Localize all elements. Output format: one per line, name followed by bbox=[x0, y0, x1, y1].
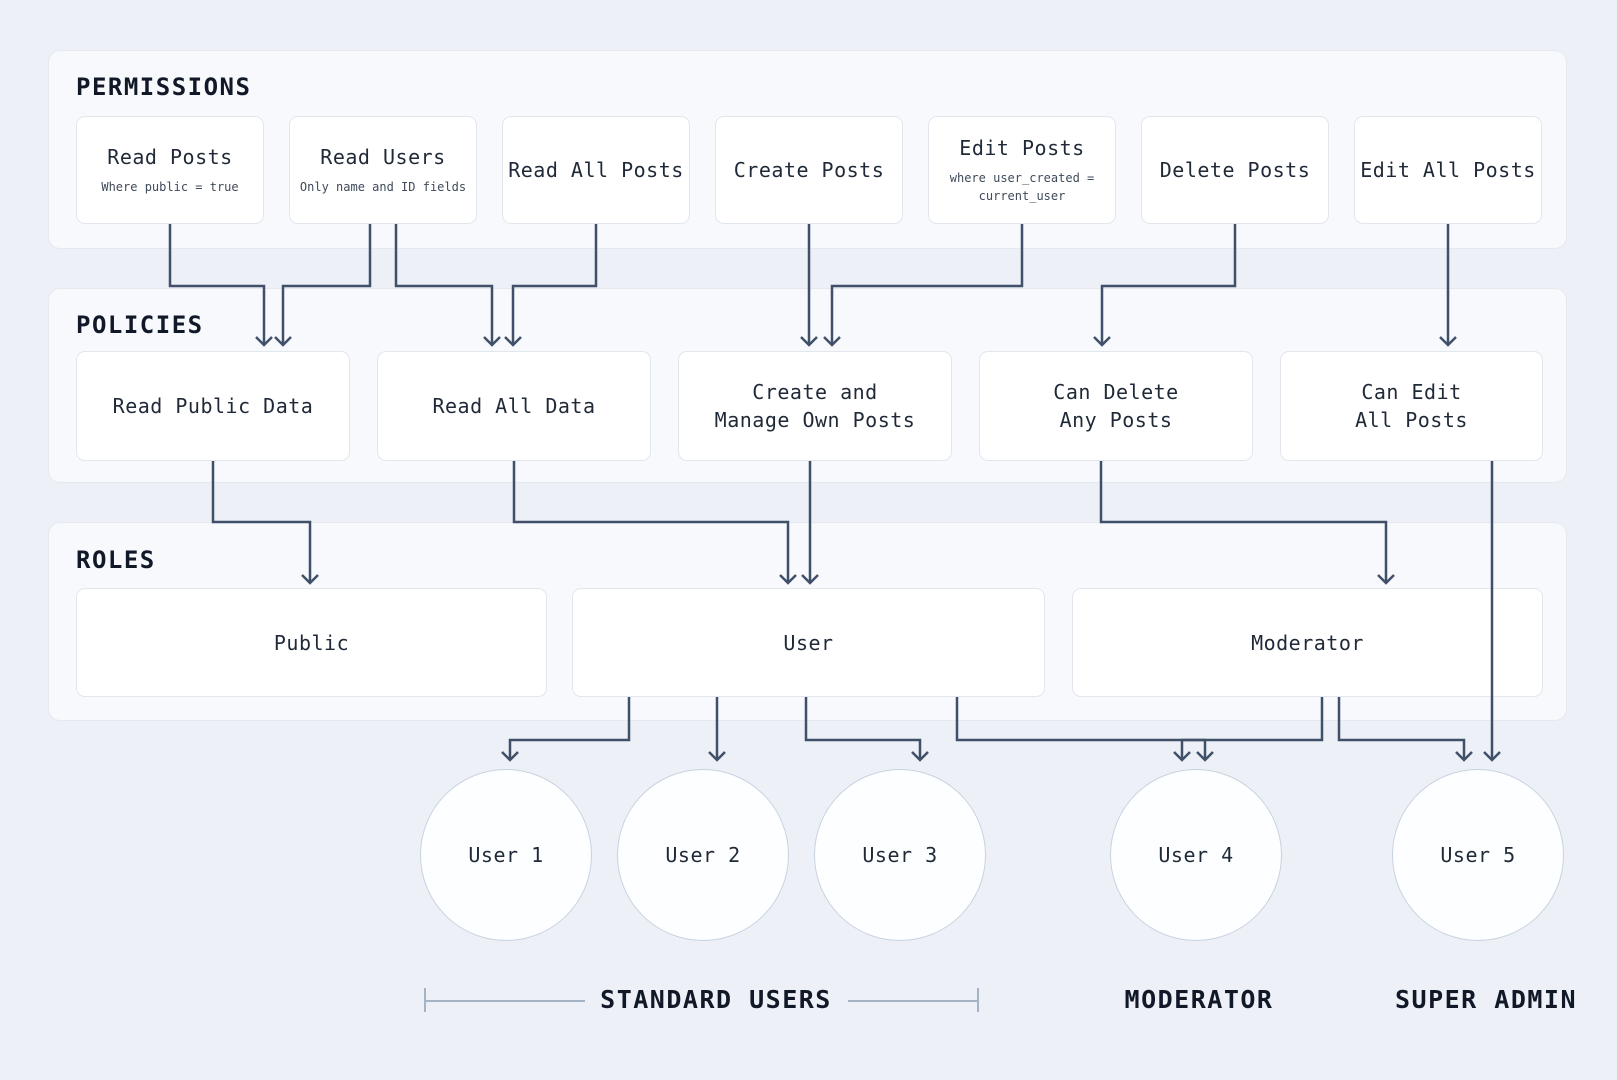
permission-title: Read Posts bbox=[107, 144, 233, 169]
user-circle-4: User 4 bbox=[1110, 769, 1282, 941]
policy-card-read-all-data: Read All Data bbox=[377, 351, 651, 461]
permission-card-read-all-posts: Read All Posts bbox=[502, 116, 690, 224]
user-circle-1: User 1 bbox=[420, 769, 592, 941]
permissions-section-title: PERMISSIONS bbox=[76, 73, 252, 101]
permission-card-read-users: Read Users Only name and ID fields bbox=[289, 116, 477, 224]
user-circle-3: User 3 bbox=[814, 769, 986, 941]
policy-card-read-public-data: Read Public Data bbox=[76, 351, 350, 461]
user-label: User 1 bbox=[468, 843, 544, 867]
permission-card-create-posts: Create Posts bbox=[715, 116, 903, 224]
permission-card-delete-posts: Delete Posts bbox=[1141, 116, 1329, 224]
user-label: User 4 bbox=[1158, 843, 1234, 867]
policy-card-can-edit-all-posts: Can Edit All Posts bbox=[1280, 351, 1543, 461]
role-card-public: Public bbox=[76, 588, 547, 697]
policy-label-line2: Manage Own Posts bbox=[714, 408, 916, 432]
role-label: Moderator bbox=[1251, 630, 1364, 655]
permission-card-edit-all-posts: Edit All Posts bbox=[1354, 116, 1542, 224]
role-card-user: User bbox=[572, 588, 1045, 697]
user-label: User 3 bbox=[862, 843, 938, 867]
role-label: User bbox=[783, 630, 834, 655]
policy-label: Read All Data bbox=[432, 394, 596, 418]
permission-title: Edit Posts bbox=[959, 135, 1085, 160]
group-label-standard-users: STANDARD USERS bbox=[600, 985, 832, 1014]
user-circle-5: User 5 bbox=[1392, 769, 1564, 941]
policy-label: Can Delete bbox=[1053, 380, 1179, 404]
policy-card-create-manage-own-posts: Create and Manage Own Posts bbox=[678, 351, 952, 461]
permission-title: Create Posts bbox=[733, 158, 885, 182]
policy-label: Can Edit bbox=[1361, 380, 1462, 404]
policy-label-line2: Any Posts bbox=[1059, 408, 1173, 432]
policies-section-title: POLICIES bbox=[76, 311, 204, 339]
role-card-moderator: Moderator bbox=[1072, 588, 1543, 697]
permission-title: Delete Posts bbox=[1159, 158, 1311, 182]
role-label: Public bbox=[273, 630, 350, 655]
permission-condition: where user_created = current_user bbox=[949, 170, 1095, 203]
permission-card-read-posts: Read Posts Where public = true bbox=[76, 116, 264, 224]
permission-title: Read Users bbox=[320, 144, 446, 169]
permission-title: Edit All Posts bbox=[1360, 158, 1536, 182]
group-label-moderator: MODERATOR bbox=[1124, 985, 1274, 1014]
permission-title: Read All Posts bbox=[508, 158, 684, 182]
user-circle-2: User 2 bbox=[617, 769, 789, 941]
group-label-super-admin: SUPER ADMIN bbox=[1394, 985, 1578, 1014]
user-label: User 2 bbox=[665, 843, 741, 867]
policy-label: Create and bbox=[752, 380, 878, 404]
policy-label: Read Public Data bbox=[112, 394, 314, 418]
user-label: User 5 bbox=[1440, 843, 1516, 867]
policy-card-can-delete-any-posts: Can Delete Any Posts bbox=[979, 351, 1253, 461]
policy-label-line2: All Posts bbox=[1355, 408, 1468, 432]
permission-condition: Only name and ID fields bbox=[299, 179, 467, 194]
permission-card-edit-posts: Edit Posts where user_created = current_… bbox=[928, 116, 1116, 224]
permission-condition: Where public = true bbox=[101, 179, 239, 194]
roles-section-title: ROLES bbox=[76, 546, 156, 574]
